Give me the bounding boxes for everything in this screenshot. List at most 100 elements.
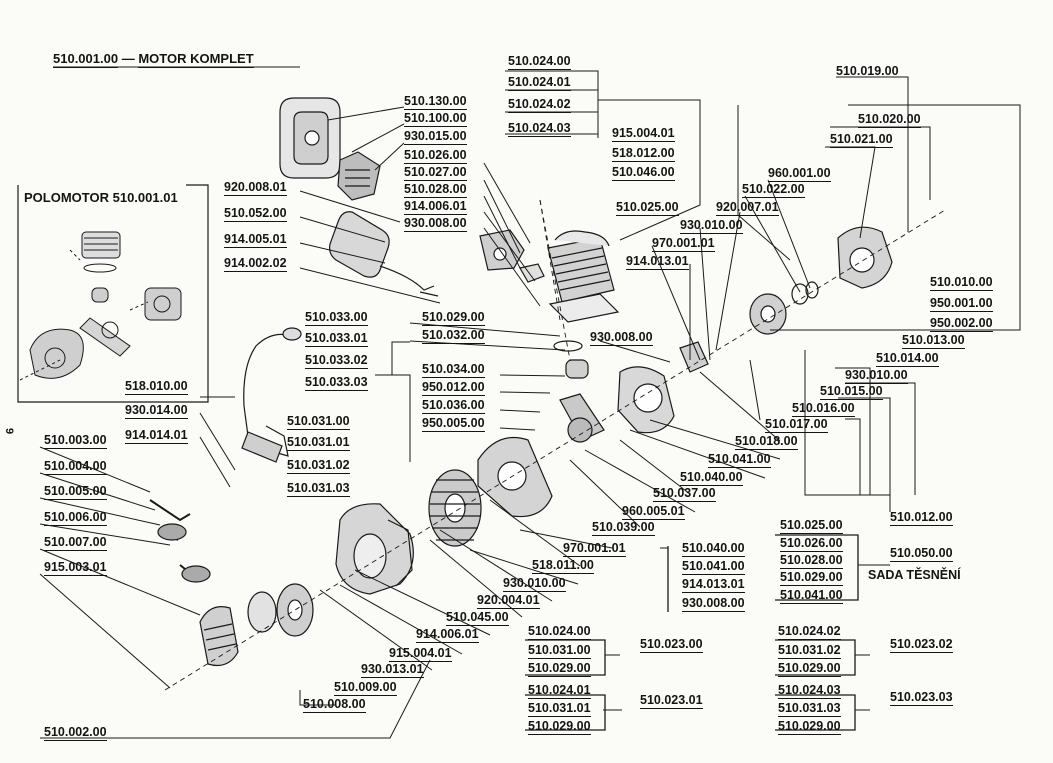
part-label: 510.021.00 xyxy=(830,132,893,148)
part-label: 510.036.00 xyxy=(422,398,485,414)
gasket-item: 510.026.00 xyxy=(780,536,843,552)
part-label: 510.024.02 xyxy=(508,97,571,113)
part-label: 510.037.00 xyxy=(653,486,716,502)
starter-drawing xyxy=(149,499,314,667)
part-label: 914.014.01 xyxy=(125,428,188,444)
part-label: 960.001.00 xyxy=(768,166,831,182)
kit-item: 510.024.00 xyxy=(528,624,591,640)
gasket-item: 510.041.00 xyxy=(780,588,843,604)
part-label: 510.041.00 xyxy=(708,452,771,468)
part-label: 510.007.00 xyxy=(44,535,107,551)
kit-code: 510.023.02 xyxy=(890,637,953,653)
kit-item: 510.029.00 xyxy=(528,719,591,735)
inset-code: 510.001.01 xyxy=(112,190,178,205)
part-label: 510.018.00 xyxy=(735,434,798,450)
part-label: 510.032.00 xyxy=(422,328,485,344)
part-label: 510.010.00 xyxy=(930,275,993,291)
kit-item: 510.024.03 xyxy=(778,683,841,699)
kit-code: 510.023.01 xyxy=(640,693,703,709)
part-label: 510.003.00 xyxy=(44,433,107,449)
page-mark: 9 xyxy=(3,427,16,435)
part-label: 930.014.00 xyxy=(125,403,188,419)
part-label: 930.013.01 xyxy=(361,662,424,678)
title-dash: — xyxy=(121,51,135,66)
kit-item: 510.029.00 xyxy=(778,661,841,677)
part-label: 510.033.01 xyxy=(305,331,368,347)
part-label: 920.004.01 xyxy=(477,593,540,609)
part-label: 920.007.01 xyxy=(716,200,779,216)
part-label: 510.024.03 xyxy=(508,121,571,137)
flywheel-drawing xyxy=(428,469,482,547)
kit-item: 510.031.03 xyxy=(778,701,841,717)
part-label: 510.026.00 xyxy=(404,148,467,164)
part-label: 510.002.00 xyxy=(44,725,107,741)
assembly-name: MOTOR KOMPLET xyxy=(138,51,254,68)
part-label: 950.012.00 xyxy=(422,380,485,396)
part-label: 510.031.03 xyxy=(287,481,350,497)
part-label: 510.016.00 xyxy=(792,401,855,417)
gasket-set-name: SADA TĚSNĚNÍ xyxy=(868,568,961,582)
part-label: 915.004.01 xyxy=(612,126,675,142)
part-label: 510.005.00 xyxy=(44,484,107,500)
part-label: 950.002.00 xyxy=(930,316,993,332)
part-label: 960.005.01 xyxy=(622,504,685,520)
part-label: 510.040.00 xyxy=(680,470,743,486)
part-label: 914.006.01 xyxy=(416,627,479,643)
inset-engine-drawing xyxy=(19,231,182,381)
part-label: 510.100.00 xyxy=(404,111,467,127)
kit-item: 510.031.02 xyxy=(778,643,841,659)
part-label: 914.005.01 xyxy=(224,232,287,248)
part-label: 930.015.00 xyxy=(404,129,467,145)
part-label: 914.002.02 xyxy=(224,256,287,272)
part-label: 930.008.00 xyxy=(590,330,653,346)
kit-item: 510.031.00 xyxy=(528,643,591,659)
kit-item: 510.029.00 xyxy=(778,719,841,735)
part-label: 510.014.00 xyxy=(876,351,939,367)
part-label: 930.010.00 xyxy=(845,368,908,384)
group-item: 930.008.00 xyxy=(682,596,745,612)
part-label: 510.033.03 xyxy=(305,375,368,391)
part-label: 510.012.00 xyxy=(890,510,953,526)
part-label: 970.001.01 xyxy=(652,236,715,252)
part-label: 914.006.01 xyxy=(404,199,467,215)
group-item: 510.041.00 xyxy=(682,559,745,575)
group-brackets xyxy=(525,534,859,731)
part-label: 510.033.00 xyxy=(305,310,368,326)
part-label: 510.130.00 xyxy=(404,94,467,110)
cylinder-drawing xyxy=(547,230,620,379)
part-label: 510.015.00 xyxy=(820,384,883,400)
part-label: 510.029.00 xyxy=(422,310,485,326)
part-label: 950.001.00 xyxy=(930,296,993,312)
part-label: 510.006.00 xyxy=(44,510,107,526)
part-label: 510.013.00 xyxy=(902,333,965,349)
part-label: 510.028.00 xyxy=(404,182,467,198)
part-label: 510.025.00 xyxy=(616,200,679,216)
part-label: 510.017.00 xyxy=(765,417,828,433)
part-label: 915.004.01 xyxy=(389,646,452,662)
kit-item: 510.029.00 xyxy=(528,661,591,677)
kit-item: 510.024.01 xyxy=(528,683,591,699)
part-label: 510.008.00 xyxy=(303,697,366,713)
part-label: 510.031.02 xyxy=(287,458,350,474)
part-label: 950.005.00 xyxy=(422,416,485,432)
assembly-code: 510.001.00 xyxy=(53,51,119,68)
part-label: 914.013.01 xyxy=(626,254,689,270)
part-label: 930.008.00 xyxy=(404,216,467,232)
part-label: 930.010.00 xyxy=(680,218,743,234)
part-label: 510.019.00 xyxy=(836,64,899,78)
part-label: 510.052.00 xyxy=(224,206,287,222)
inset-frame xyxy=(17,184,209,403)
crankcase-drawing xyxy=(477,366,675,518)
part-label: 510.034.00 xyxy=(422,362,485,378)
part-label: 920.008.01 xyxy=(224,180,287,196)
part-label: 510.004.00 xyxy=(44,459,107,475)
part-label: 518.012.00 xyxy=(612,146,675,162)
part-label: 970.001.01 xyxy=(563,541,626,557)
part-label: 510.031.01 xyxy=(287,435,350,451)
gasket-item: 510.028.00 xyxy=(780,553,843,569)
part-label: 518.010.00 xyxy=(125,379,188,395)
part-label: 510.009.00 xyxy=(334,680,397,696)
kit-item: 510.031.01 xyxy=(528,701,591,717)
